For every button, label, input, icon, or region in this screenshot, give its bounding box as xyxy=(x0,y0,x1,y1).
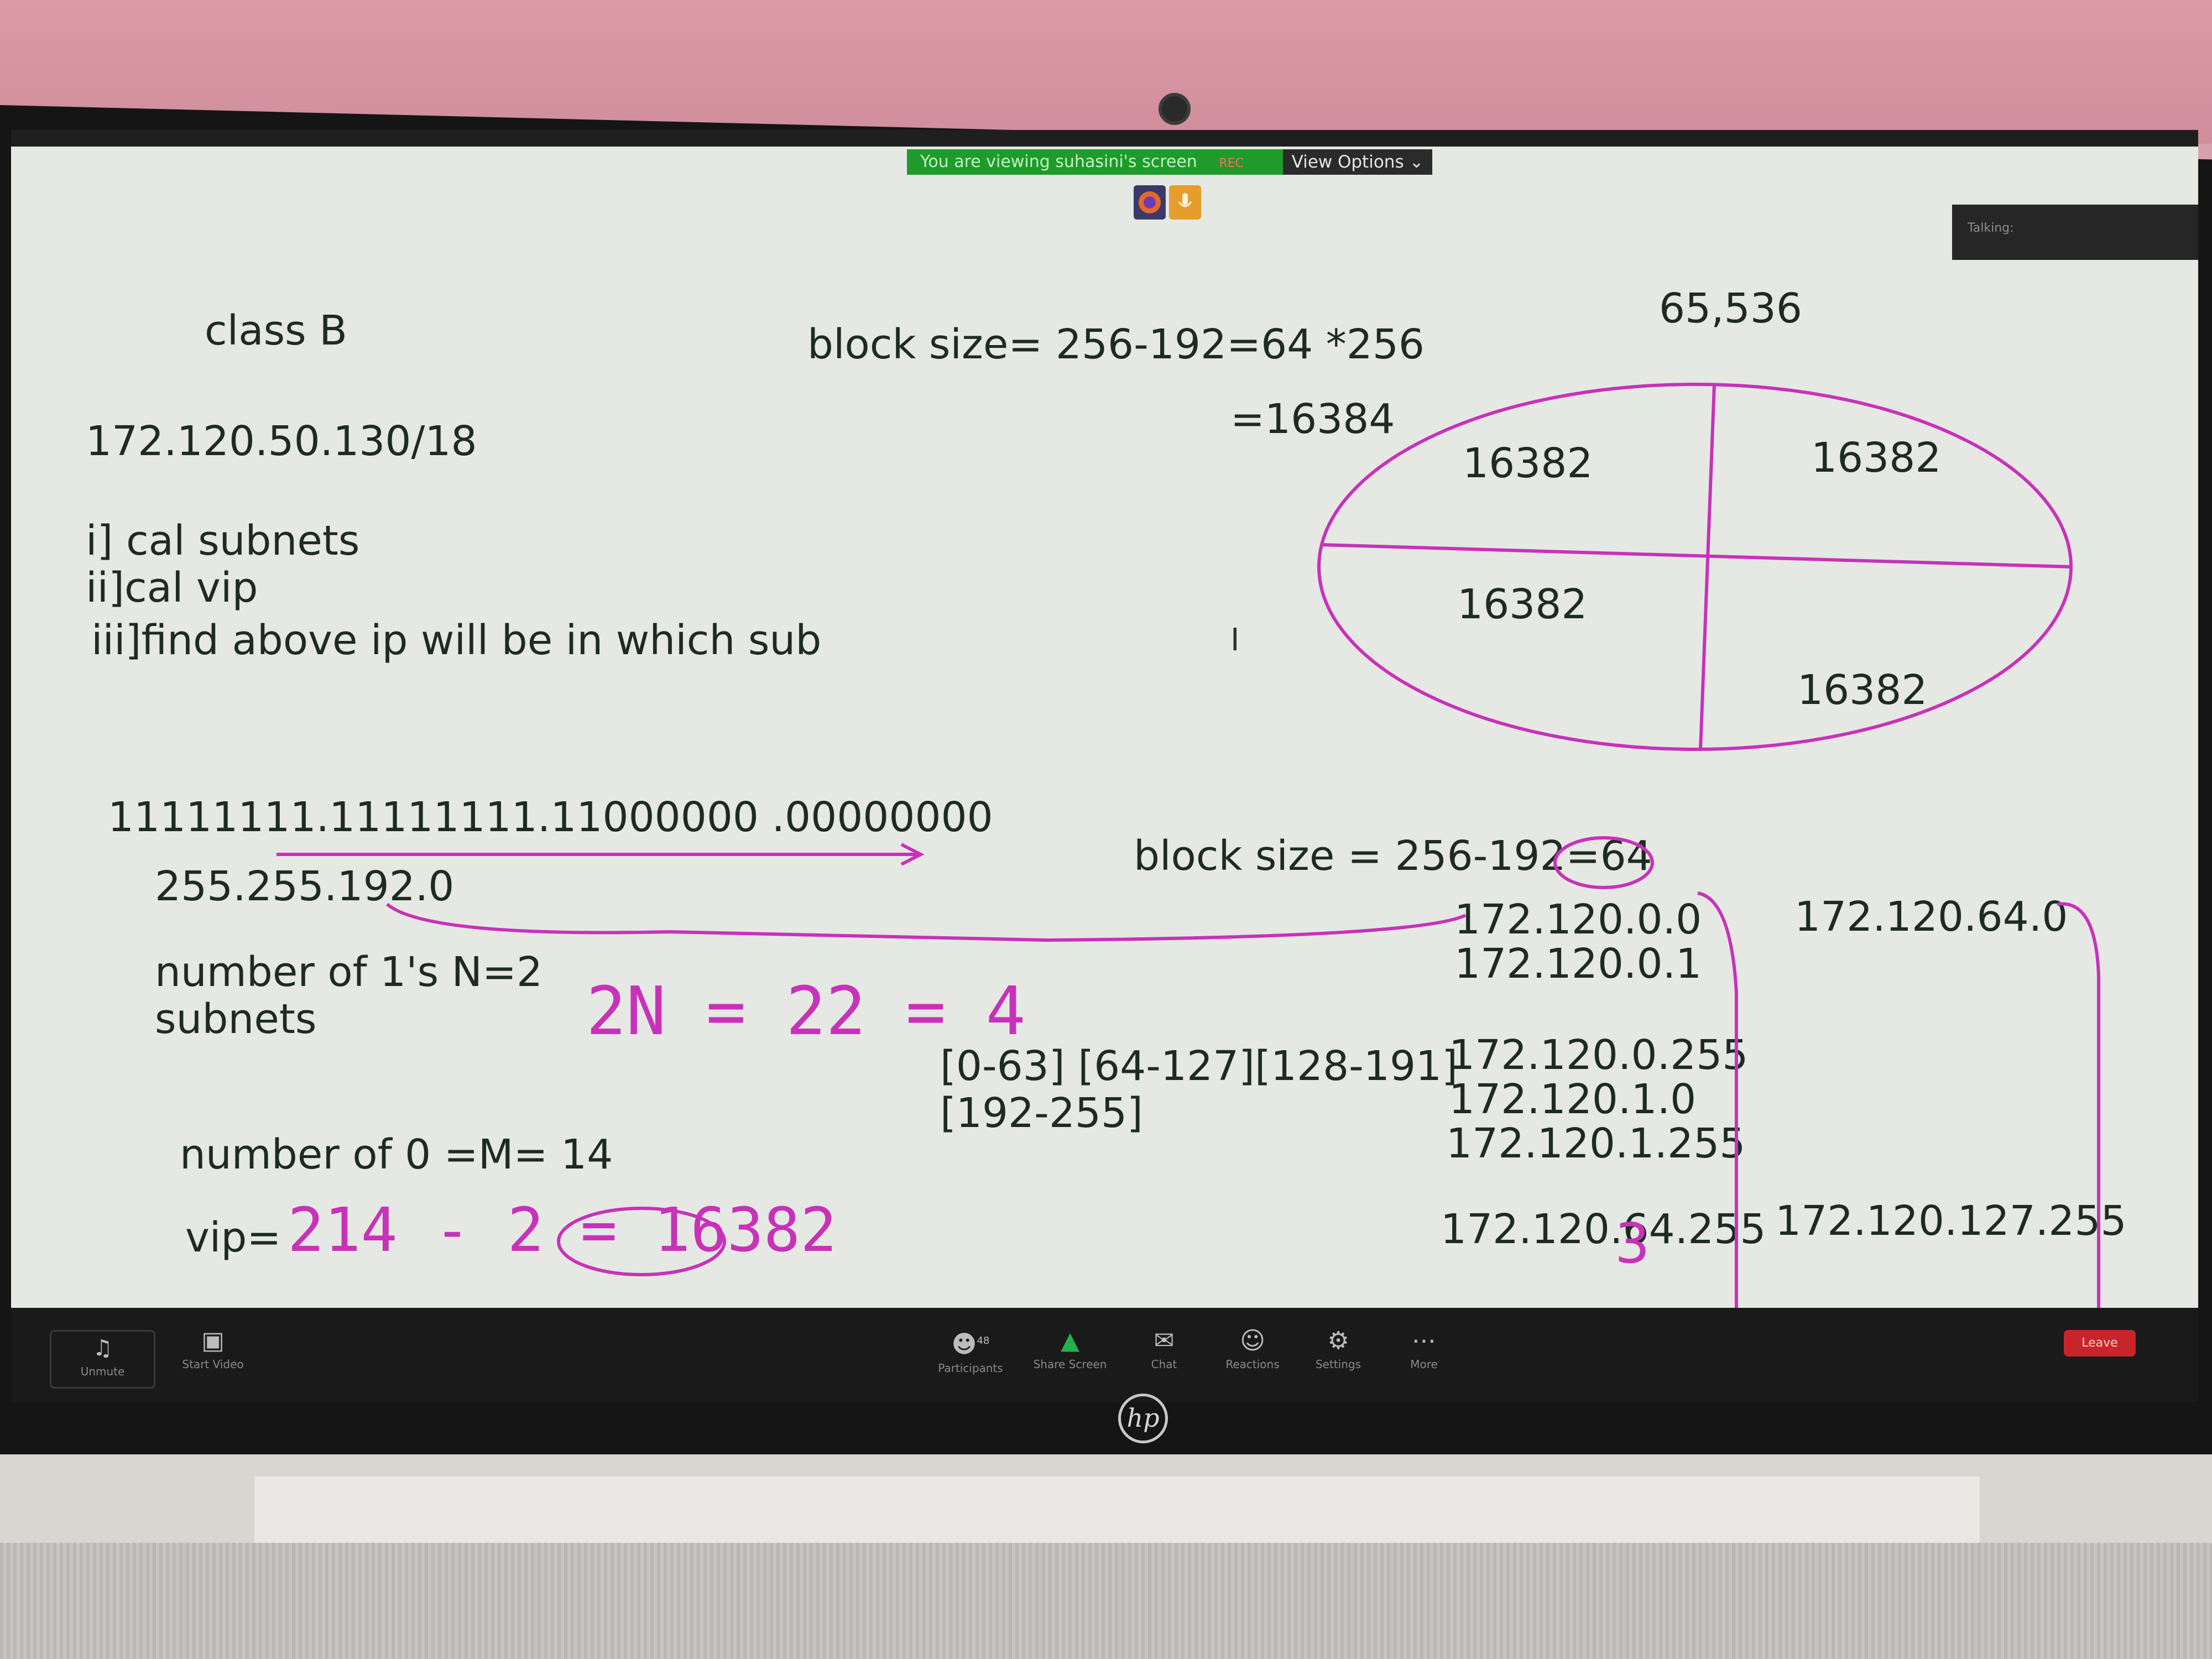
shared-app-icons xyxy=(1134,185,1206,224)
reactions-label: Reactions xyxy=(1225,1358,1280,1371)
ip-address: 172.120.50.130/18 xyxy=(86,418,477,465)
question-1: i] cal subnets xyxy=(86,517,360,565)
quadrant-1: 16382 xyxy=(1463,440,1593,487)
subnet1-last: 172.120.64.255 xyxy=(1441,1206,1766,1253)
subnet1-first: 172.120.0.0 xyxy=(1454,896,1702,943)
brand-text: hp xyxy=(1126,1403,1160,1433)
chevron-down-icon: ⌄ xyxy=(1409,152,1424,172)
vip-label: vip= xyxy=(185,1214,281,1261)
chat-label: Chat xyxy=(1151,1358,1177,1371)
subnet1-fourth: 172.120.1.0 xyxy=(1449,1076,1697,1123)
unmute-button[interactable]: ♫ Unmute xyxy=(50,1330,155,1389)
share-screen-icon: ▲ xyxy=(1061,1327,1079,1355)
participants-label: Participants xyxy=(938,1361,1003,1375)
quadrant-2: 16382 xyxy=(1811,434,1942,482)
view-options-label: View Options xyxy=(1291,152,1404,172)
reactions-icon: ☺ xyxy=(1240,1327,1265,1355)
power-formula: 2N = 22 = 4 xyxy=(586,973,1026,1050)
participants-button[interactable]: ☻48 Participants xyxy=(929,1324,1012,1385)
participants-icon: ☻48 xyxy=(951,1330,990,1359)
talking-label: Talking: xyxy=(1968,221,2014,235)
start-video-button[interactable]: ▣ Start Video xyxy=(171,1324,254,1385)
more-label: More xyxy=(1410,1358,1438,1371)
subnet-ellipse-drawing xyxy=(1317,383,2073,751)
quadrant-3: 16382 xyxy=(1457,581,1588,628)
rec-indicator: REC xyxy=(1219,156,1244,170)
block-size-top: block size= 256-192=64 *256 xyxy=(807,321,1425,368)
subnet1-third: 172.120.0.255 xyxy=(1449,1031,1749,1079)
more-dots-icon: ⋯ xyxy=(1412,1327,1436,1355)
text-cursor-icon: I xyxy=(1230,622,1240,658)
participants-count: 48 xyxy=(977,1335,990,1347)
subnet2-first: 172.120.64.0 xyxy=(1794,893,2068,941)
question-3: iii]find above ip will be in which sub xyxy=(91,617,822,664)
subnets-label: subnets xyxy=(155,995,317,1043)
total-addresses: 65,536 xyxy=(1659,285,1802,332)
gear-icon: ⚙ xyxy=(1327,1327,1349,1355)
subnet1-second: 172.120.0.1 xyxy=(1454,940,1702,988)
subnet2-bracket xyxy=(2057,902,2100,1313)
banner-text: You are viewing suhasini's screen xyxy=(920,152,1197,171)
connector-drawing xyxy=(386,902,1467,942)
zoom-top-bar xyxy=(11,130,2198,147)
leave-button[interactable]: Leave xyxy=(2064,1330,2136,1357)
dotted-mask: 255.255.192.0 xyxy=(155,863,455,910)
start-video-label: Start Video xyxy=(182,1358,244,1371)
slide-heading: class B xyxy=(205,307,347,354)
ranges-line-1: [0-63] [64-127][128-191] xyxy=(940,1042,1458,1090)
reactions-button[interactable]: ☺ Reactions xyxy=(1211,1324,1294,1385)
binary-mask: 11111111.11111111.11000000 .00000000 xyxy=(108,794,993,841)
block-size-circle xyxy=(1553,836,1654,889)
unmute-label: Unmute xyxy=(80,1365,125,1378)
ranges-line-2: [192-255] xyxy=(940,1089,1143,1137)
subnet2-last: 172.120.127.255 xyxy=(1775,1197,2127,1245)
zoom-toolbar: ♫ Unmute ▣ Start Video ☻48 Participants … xyxy=(11,1308,2198,1402)
power-formula-text: 2N = 22 = 4 xyxy=(586,973,1026,1050)
share-screen-button[interactable]: ▲ Share Screen xyxy=(1029,1324,1112,1385)
leave-label: Leave xyxy=(2081,1336,2118,1350)
block-size-result: =16384 xyxy=(1230,395,1395,443)
question-2: ii]cal vip xyxy=(86,564,258,612)
video-camera-icon: ▣ xyxy=(201,1327,225,1355)
settings-label: Settings xyxy=(1315,1358,1361,1371)
share-screen-label: Share Screen xyxy=(1033,1358,1107,1371)
subnet1-bracket xyxy=(1697,891,1738,1313)
talking-indicator: Talking: xyxy=(1952,205,2198,260)
chat-icon: ✉ xyxy=(1154,1327,1175,1355)
vip-result-circle xyxy=(557,1207,726,1276)
hp-logo: hp xyxy=(1118,1394,1168,1443)
microphone-muted-icon: ♫ xyxy=(92,1335,113,1361)
more-button[interactable]: ⋯ More xyxy=(1383,1324,1465,1385)
quadrant-4: 16382 xyxy=(1797,666,1928,714)
firefox-icon[interactable] xyxy=(1134,185,1166,220)
laptop-screen: You are viewing suhasini's screen REC Vi… xyxy=(11,130,2198,1313)
keyboard-deck xyxy=(0,1543,2212,1659)
zeros-count: number of 0 =M= 14 xyxy=(180,1131,613,1178)
view-options-button[interactable]: View Options ⌄ xyxy=(1283,149,1432,175)
microphone-icon[interactable] xyxy=(1169,185,1201,220)
correction-mark: 3 xyxy=(1615,1211,1650,1276)
block-size-mid: block size = 256-192=64 xyxy=(1134,832,1652,880)
settings-button[interactable]: ⚙ Settings xyxy=(1297,1324,1380,1385)
ones-count: number of 1's N=2 xyxy=(155,948,543,996)
screen-share-banner: You are viewing suhasini's screen REC xyxy=(907,149,1283,175)
webcam xyxy=(1159,93,1191,125)
subnet1-fifth: 172.120.1.255 xyxy=(1446,1120,1746,1167)
chat-button[interactable]: ✉ Chat xyxy=(1123,1324,1206,1385)
arrow-drawing xyxy=(276,843,925,866)
